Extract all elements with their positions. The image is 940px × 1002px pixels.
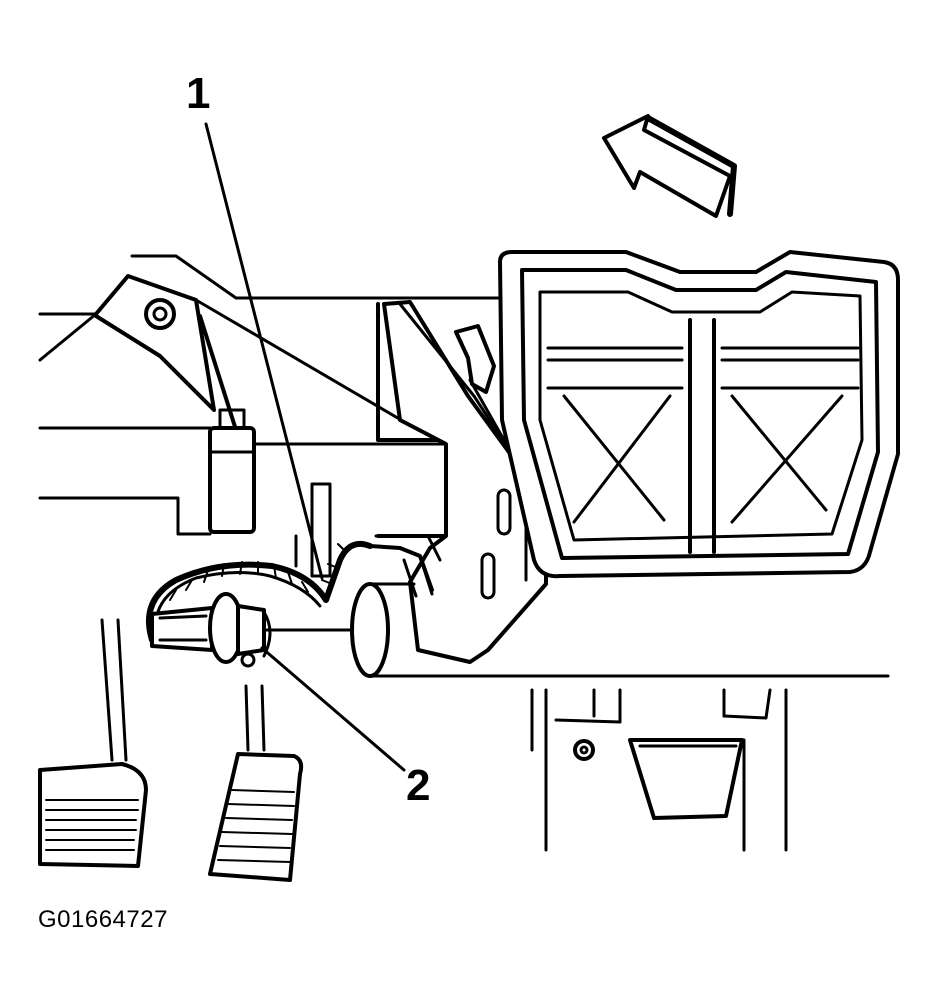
- callout-label-2: 2: [406, 761, 431, 810]
- duct-pipe: [258, 582, 416, 678]
- lower-support: [530, 688, 788, 852]
- switch-connector: [150, 592, 272, 668]
- dash-panel-outline: [38, 254, 890, 678]
- direction-arrow: [602, 114, 737, 218]
- filter-housing: [498, 250, 900, 579]
- pedal-pivot-housing: [208, 408, 256, 534]
- leader-lines: [204, 122, 406, 772]
- latch-clip: [454, 324, 506, 442]
- wiring-harness: [146, 534, 442, 643]
- center-pedal: [208, 684, 304, 882]
- callout-label-1: 1: [186, 69, 211, 118]
- figure-id: G01664727: [38, 906, 168, 933]
- left-pedal: [38, 618, 148, 868]
